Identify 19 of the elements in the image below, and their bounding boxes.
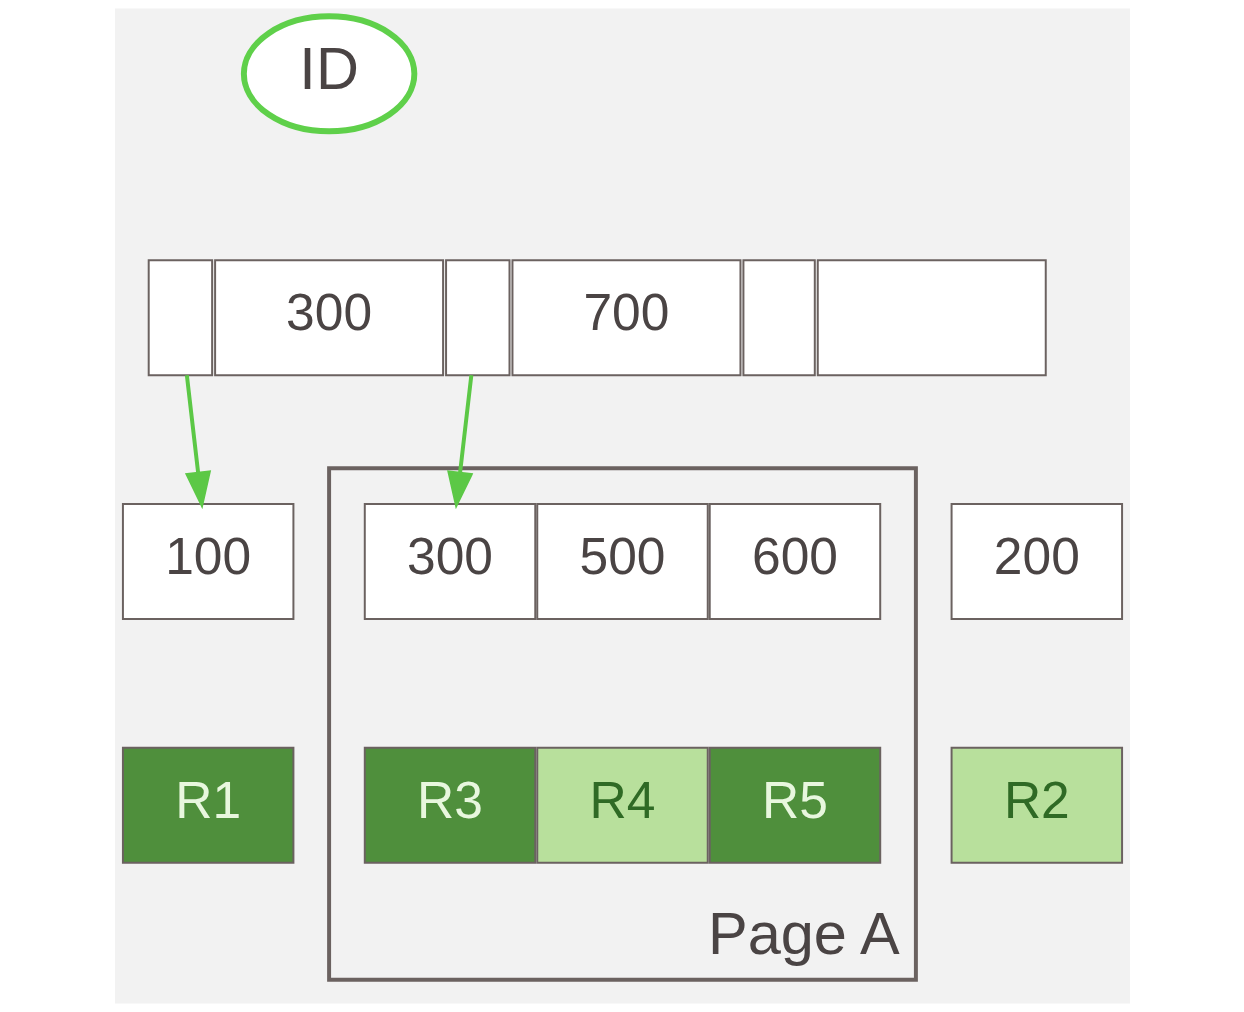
node-box: 500	[535, 503, 709, 620]
node-box: R5	[708, 746, 881, 864]
arrow	[184, 375, 211, 510]
node-box	[741, 259, 816, 377]
node-box	[444, 259, 510, 377]
node-box: 600	[708, 503, 881, 620]
node-box: R4	[535, 746, 709, 864]
node-box: R2	[950, 746, 1123, 864]
node-box	[147, 259, 213, 377]
node-box: 200	[950, 503, 1123, 620]
arrow	[446, 375, 473, 510]
node-box: R1	[121, 746, 294, 864]
node-box: 100	[121, 503, 294, 620]
node-box: 300	[363, 503, 536, 620]
node-box: 300	[213, 259, 444, 377]
node-box	[816, 259, 1047, 377]
node-ellipse: ID	[240, 13, 417, 135]
node-box: R3	[363, 746, 536, 864]
node-box: 700	[511, 259, 741, 377]
